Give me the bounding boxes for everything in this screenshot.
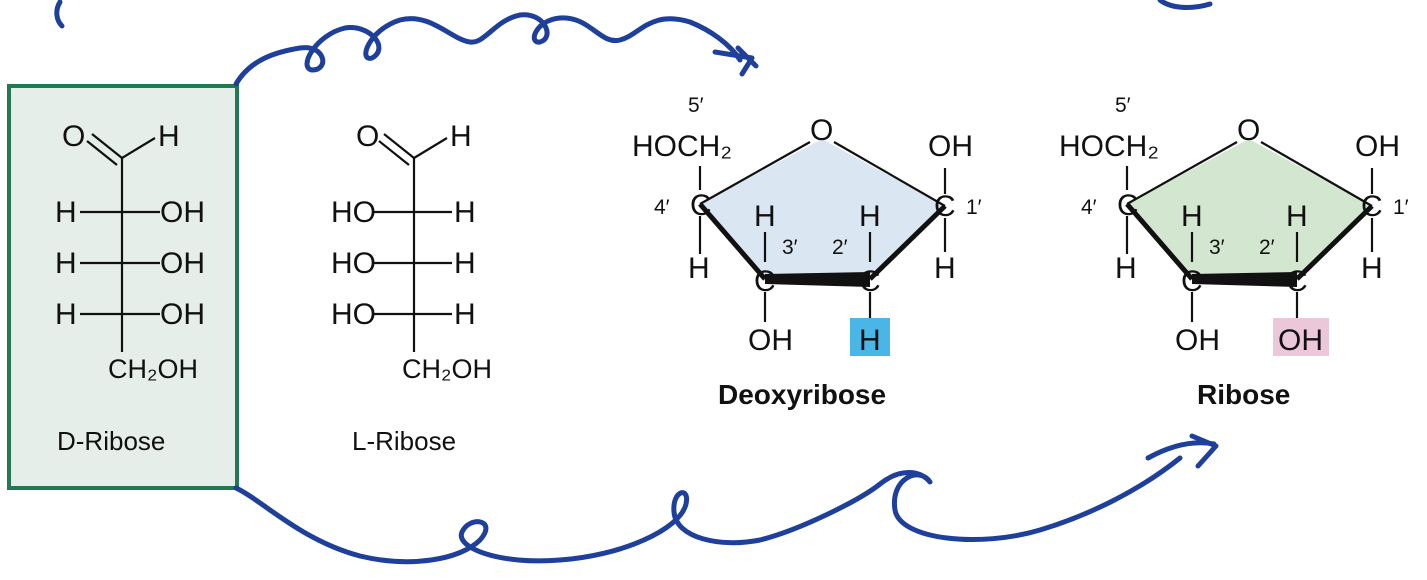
- fischer-row-left: HO: [331, 298, 376, 331]
- ring-c3-oh: OH: [1175, 324, 1220, 357]
- fischer-top-o: O: [356, 120, 379, 153]
- ring-c2-h: H: [1286, 200, 1308, 233]
- ring-prime-4: 4′: [1081, 196, 1097, 219]
- ring-c2-highlight: [850, 318, 890, 356]
- ring-oxygen: O: [1237, 114, 1260, 147]
- ring-prime-1: 1′: [1393, 196, 1409, 219]
- fischer-row-left: H: [55, 196, 77, 229]
- ring-prime-5: 5′: [1115, 94, 1131, 117]
- ring-c2: C: [1286, 265, 1308, 298]
- ring-prime-2: 2′: [1259, 236, 1275, 259]
- ring-c4: C: [1117, 189, 1139, 222]
- fischer-name-d-ribose: D-Ribose: [57, 426, 165, 456]
- haworth-ribose: O HOCH₂ 5′ C 4′ H C 3′ H OH C 2′ H OH C …: [1059, 94, 1409, 410]
- haworth-deoxyribose: O HOCH₂ 5′ C 4′ H C 3′ H OH C 2′ H H C 1…: [632, 94, 982, 410]
- top-arrow-head: [712, 45, 759, 77]
- ring-c2-bottom: H: [859, 324, 881, 357]
- fischer-row-left: HO: [331, 247, 376, 280]
- ring-name-deoxyribose: Deoxyribose: [718, 379, 886, 410]
- ring-c2-bottom: OH: [1278, 324, 1323, 357]
- ring-front-bond: [1192, 272, 1297, 287]
- fischer-row-right: H: [454, 247, 476, 280]
- ring-c5-group: HOCH₂: [1059, 130, 1159, 163]
- fischer-row-left: H: [55, 298, 77, 331]
- ring-prime-1: 1′: [966, 196, 982, 219]
- ring-c3-h: H: [1181, 200, 1203, 233]
- ring-prime-4: 4′: [654, 196, 670, 219]
- fischer-l-ribose: O H HO H HO H HO H CH₂OH L-Ribose: [331, 120, 492, 456]
- bottom-loop-arrow: [233, 455, 1183, 565]
- fischer-row-left: HO: [331, 196, 376, 229]
- ring-prime-3: 3′: [1209, 236, 1225, 259]
- ring-prime-3: 3′: [782, 236, 798, 259]
- ring-c2-highlight: [1273, 318, 1329, 356]
- ring-c4-h: H: [688, 252, 710, 285]
- fischer-row-left: H: [55, 247, 77, 280]
- fischer-top-h: H: [158, 120, 180, 153]
- fischer-name-l-ribose: L-Ribose: [352, 426, 456, 456]
- ring-prime-5: 5′: [688, 94, 704, 117]
- ring-c3-h: H: [754, 200, 776, 233]
- fischer-row-right: H: [454, 298, 476, 331]
- fischer-row-right: OH: [160, 247, 205, 280]
- ring-oxygen: O: [810, 114, 833, 147]
- ring-c2: C: [859, 265, 881, 298]
- ring-c1: C: [934, 190, 956, 223]
- top-loop-arrow: [233, 12, 743, 87]
- ring-name-ribose: Ribose: [1197, 379, 1290, 410]
- fischer-d-ribose: O H H OH H OH H OH CH₂OH D-Ribose: [55, 120, 205, 456]
- fischer-row-right: H: [454, 196, 476, 229]
- handwritten-annotations: [54, 0, 1219, 565]
- bottom-arrow-head: [1145, 433, 1219, 469]
- ring-c5-group: HOCH₂: [632, 130, 732, 163]
- ring-c2-h: H: [859, 200, 881, 233]
- fischer-top-h: H: [450, 120, 472, 153]
- fischer-bottom: CH₂OH: [108, 354, 198, 384]
- fischer-row-right: OH: [160, 196, 205, 229]
- fischer-row-right: OH: [160, 298, 205, 331]
- ring-c1-oh: OH: [1355, 130, 1400, 163]
- ring-front-bond: [765, 272, 870, 287]
- ring-c1-h: H: [1361, 252, 1383, 285]
- ring-c3-oh: OH: [748, 324, 793, 357]
- top-edge-stroke: [1157, 0, 1213, 10]
- fischer-top-o: O: [62, 120, 85, 153]
- ring-c4: C: [690, 189, 712, 222]
- top-edge-stroke: [54, 0, 65, 29]
- fischer-bottom: CH₂OH: [402, 354, 492, 384]
- ring-prime-2: 2′: [832, 236, 848, 259]
- ring-fill: [1127, 139, 1372, 279]
- ring-fill: [700, 139, 945, 279]
- ring-c1: C: [1361, 190, 1383, 223]
- ring-c1-h: H: [934, 252, 956, 285]
- ring-c1-oh: OH: [928, 130, 973, 163]
- ring-c3: C: [1181, 265, 1203, 298]
- ring-c3: C: [754, 265, 776, 298]
- ring-c4-h: H: [1115, 252, 1137, 285]
